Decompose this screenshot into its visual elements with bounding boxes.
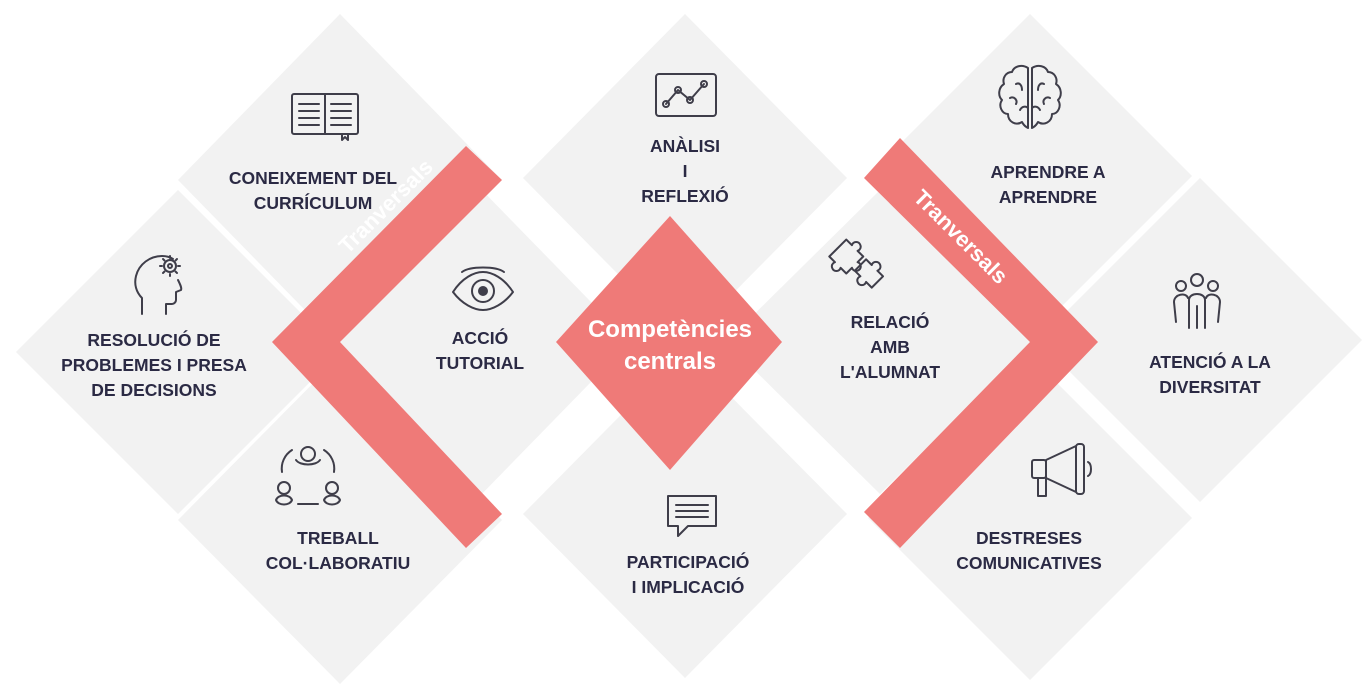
- label-line: ANÀLISI: [650, 136, 720, 156]
- label-resolucio: RESOLUCIÓ DE PROBLEMES I PRESA DE DECISI…: [34, 328, 274, 403]
- label-line: TREBALL: [297, 528, 379, 548]
- center-label: Competències centrals: [570, 314, 770, 378]
- team-circle-icon: [275, 446, 341, 506]
- megaphone-icon: [1031, 443, 1092, 497]
- center-label-line1: Competències: [587, 316, 753, 343]
- label-line: DE DECISIONS: [91, 380, 217, 400]
- chevron-left: [272, 146, 502, 548]
- label-coneixement: CONEIXEMENT DEL CURRÍCULUM: [193, 166, 433, 216]
- chevron-right: [864, 138, 1098, 548]
- line-chart-icon: [655, 73, 717, 117]
- label-line: APRENDRE A: [990, 162, 1106, 182]
- open-book-icon: [291, 93, 359, 141]
- label-aprendre: APRENDRE A APRENDRE: [958, 160, 1138, 210]
- label-treball: TREBALL COL·LABORATIU: [218, 526, 458, 576]
- tile-resolucio: [16, 190, 340, 514]
- label-line: RESOLUCIÓ DE: [87, 330, 221, 350]
- label-line: COL·LABORATIU: [265, 553, 411, 573]
- label-accio: ACCIÓ TUTORIAL: [400, 326, 560, 376]
- tile-atencio: [1038, 178, 1362, 502]
- label-line: I IMPLICACIÓ: [631, 577, 745, 597]
- puzzle-icon: [828, 238, 885, 289]
- label-line: APRENDRE: [998, 187, 1098, 207]
- label-line: AMB: [870, 337, 910, 357]
- label-relacio: RELACIÓ AMB L'ALUMNAT: [800, 310, 980, 385]
- center-diamond: [556, 216, 782, 470]
- label-line: RELACIÓ: [850, 312, 930, 332]
- label-line: CONEIXEMENT DEL: [228, 168, 398, 188]
- label-participacio: PARTICIPACIÓ I IMPLICACIÓ: [588, 550, 788, 600]
- label-line: PARTICIPACIÓ: [626, 552, 750, 572]
- label-destreses: DESTRESES COMUNICATIVES: [929, 526, 1129, 576]
- label-line: ATENCIÓ A LA: [1149, 352, 1271, 372]
- label-line: COMUNICATIVES: [956, 553, 1102, 573]
- chat-bubble-icon: [667, 495, 717, 537]
- label-line: PROBLEMES I PRESA: [61, 355, 247, 375]
- label-line: I: [682, 161, 688, 181]
- label-line: DESTRESES: [976, 528, 1082, 548]
- label-line: TUTORIAL: [435, 353, 525, 373]
- group-people-icon: [1173, 273, 1221, 329]
- brain-icon: [998, 64, 1062, 129]
- head-gear-icon: [134, 255, 183, 315]
- tile-participacio: [523, 350, 847, 678]
- tile-analisi: [523, 14, 847, 342]
- center-label-line2: centrals: [623, 348, 717, 375]
- label-line: CURRÍCULUM: [253, 193, 373, 213]
- label-line: L'ALUMNAT: [839, 362, 941, 382]
- label-line: REFLEXIÓ: [641, 186, 729, 206]
- label-analisi: ANÀLISI I REFLEXIÓ: [605, 134, 765, 209]
- eye-icon: [452, 266, 514, 311]
- label-line: ACCIÓ: [451, 328, 509, 348]
- label-atencio: ATENCIÓ A LA DIVERSITAT: [1110, 350, 1310, 400]
- label-line: DIVERSITAT: [1159, 377, 1261, 397]
